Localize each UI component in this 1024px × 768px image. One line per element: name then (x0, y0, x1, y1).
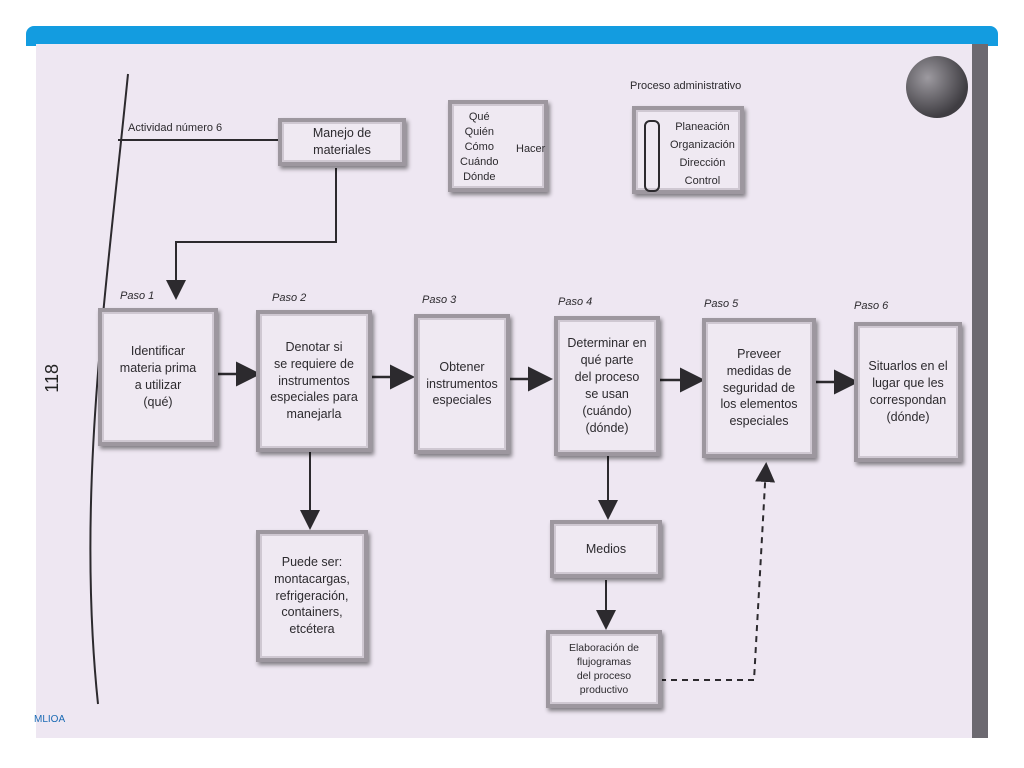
connector-lines (89, 73, 859, 705)
paso-2-box: Denotar si se requiere de instrumentos e… (256, 310, 372, 452)
margin-line (89, 73, 129, 705)
admin-item: Planeación (675, 121, 730, 133)
header-bar (26, 26, 998, 46)
question-item: Cómo (464, 141, 494, 153)
paso-3-box: Obtener instrumentos especiales (414, 314, 510, 454)
activity-label: Actividad número 6 (128, 122, 223, 134)
paso-5-text: Preveer medidas de seguridad de los elem… (720, 346, 798, 429)
question-item: Cuándo (460, 156, 499, 168)
admin-item: Control (684, 175, 721, 187)
paso-4-box: Determinar en qué parte del proceso se u… (554, 316, 660, 456)
paso-6-text: Situarlos en el lugar que les correspond… (868, 359, 948, 424)
medios-text: Medios (585, 541, 627, 556)
questions-list: Qué Quién Cómo Cuándo Dónde (460, 110, 499, 185)
paso-1-label: Paso 1 (120, 290, 155, 302)
diagram-photo: 118 Actividad número 6 Manejo d (36, 44, 988, 738)
paso-5-label: Paso 5 (704, 298, 739, 310)
admin-list: Planeación Organización Dirección Contro… (670, 118, 735, 190)
paso-4-label: Paso 4 (558, 296, 593, 308)
paso-6-box: Situarlos en el lugar que les correspond… (854, 322, 962, 462)
questions-box: Qué Quién Cómo Cuándo Dónde Hacer (448, 100, 548, 192)
paso-6-label: Paso 6 (854, 300, 889, 312)
paso-2-text: Denotar si se requiere de instrumentos e… (270, 339, 358, 422)
admin-item: Organización (670, 139, 735, 151)
paso-3-label: Paso 3 (422, 294, 457, 306)
paso-2-label: Paso 2 (272, 292, 307, 304)
admin-box: Planeación Organización Dirección Contro… (632, 106, 744, 194)
medios-box: Medios (550, 520, 662, 578)
puede-ser-text: Puede ser: montacargas, refrigeración, c… (274, 554, 350, 637)
manejo-text: Manejo de materiales (312, 126, 372, 157)
chain-icon (644, 120, 660, 192)
paso-4-text: Determinar en qué parte del proceso se u… (567, 336, 647, 435)
elaboracion-box: Elaboración de flujogramas del proceso p… (546, 630, 662, 708)
elaboracion-text: Elaboración de flujogramas del proceso p… (568, 641, 640, 697)
hacer-label: Hacer (516, 143, 546, 155)
puede-ser-box: Puede ser: montacargas, refrigeración, c… (256, 530, 368, 662)
question-item: Qué (468, 111, 490, 123)
manejo-box: Manejo de materiales (278, 118, 406, 166)
paso-3-text: Obtener instrumentos especiales (426, 359, 498, 408)
paso-1-box: Identificar materia prima a utilizar (qu… (98, 308, 218, 446)
footer-text: MLIOA (34, 714, 66, 725)
question-item: Dónde (463, 171, 496, 183)
dashed-feedback-arrow (660, 462, 776, 681)
paso-5-box: Preveer medidas de seguridad de los elem… (702, 318, 816, 458)
admin-item: Dirección (679, 157, 726, 169)
manejo-to-paso1-arrow (166, 168, 337, 300)
paso-1-text: Identificar materia prima a utilizar (qu… (119, 344, 197, 409)
question-item: Quién (464, 126, 494, 138)
admin-title: Proceso administrativo (630, 80, 742, 92)
page-clip-knob (906, 56, 968, 118)
book-page: 118 Actividad número 6 Manejo d (36, 44, 972, 738)
